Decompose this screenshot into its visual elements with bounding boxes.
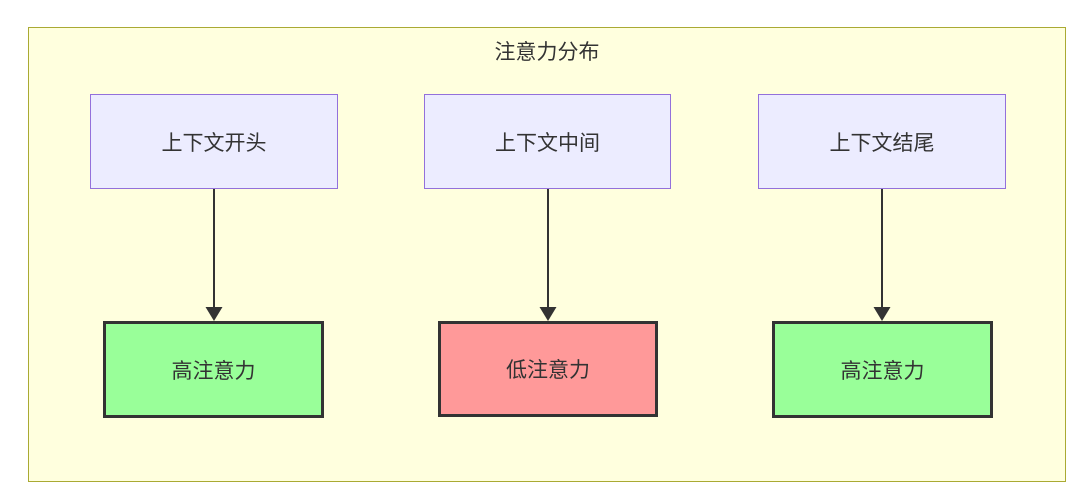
subgraph-attention-distribution: 注意力分布 上下文开头 上下文中间 上下文结尾 高注意力 低注意力 高注意力 — [28, 27, 1066, 482]
node-attention-end-high: 高注意力 — [772, 321, 993, 418]
node-attention-start-high: 高注意力 — [103, 321, 324, 418]
node-context-end: 上下文结尾 — [758, 94, 1006, 189]
edge-context-start-to-high — [205, 189, 223, 321]
edge-context-middle-to-low — [539, 189, 557, 321]
node-context-middle: 上下文中间 — [424, 94, 671, 189]
subgraph-title: 注意力分布 — [494, 41, 600, 64]
node-context-start: 上下文开头 — [90, 94, 338, 189]
node-attention-middle-low: 低注意力 — [438, 321, 658, 417]
edge-context-end-to-high — [873, 189, 891, 321]
